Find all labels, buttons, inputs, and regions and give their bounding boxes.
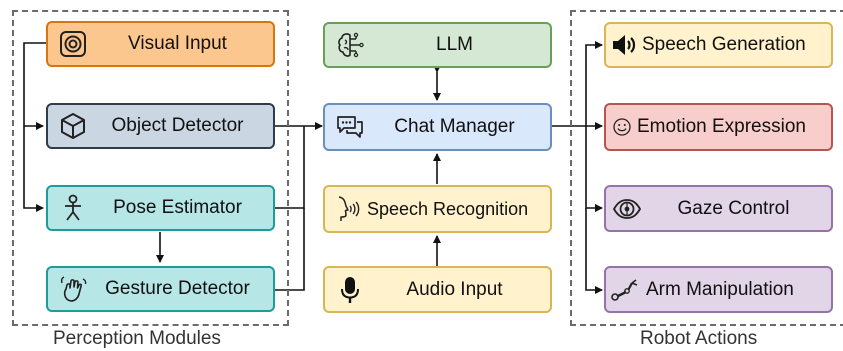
eye-icon <box>612 198 642 219</box>
speaker-icon <box>613 35 636 55</box>
gaze-control-label: Gaze Control <box>677 197 790 219</box>
emotion-expression-node: Emotion Expression <box>604 103 833 151</box>
speech-generation-node: Speech Generation <box>604 22 833 68</box>
hand-wave-icon <box>60 276 87 302</box>
brain-circuit-icon <box>338 32 364 58</box>
speaking-head-icon <box>338 196 360 221</box>
llm-node: LLM <box>323 22 552 68</box>
perception-modules-group <box>12 10 289 326</box>
robot-arm-icon <box>611 278 638 301</box>
chat-bubbles-icon <box>337 116 363 138</box>
gesture-detector-node: Gesture Detector <box>46 266 275 312</box>
microphone-icon <box>341 276 359 303</box>
robot-actions-group <box>570 10 843 326</box>
audio-input-label: Audio Input <box>406 278 503 300</box>
robot-actions-label: Robot Actions <box>640 328 758 349</box>
smiley-icon <box>613 118 631 136</box>
llm-label: LLM <box>436 34 473 55</box>
speech-recognition-label: Speech Recognition <box>367 198 529 219</box>
arm-manipulation-label: Arm Manipulation <box>646 278 794 300</box>
camera-icon <box>60 31 86 57</box>
chat-manager-label: Chat Manager <box>394 116 515 137</box>
perception-modules-label: Perception Modules <box>53 328 221 349</box>
person-icon <box>65 194 81 221</box>
chat-manager-node: Chat Manager <box>323 103 552 151</box>
object-detector-node: Object Detector <box>46 103 275 149</box>
gesture-detector-label: Gesture Detector <box>105 278 250 299</box>
arrow-to-arm <box>585 208 603 294</box>
line-gesture-to-chat <box>275 208 305 291</box>
speech-generation-label: Speech Generation <box>642 34 806 55</box>
pose-estimator-node: Pose Estimator <box>46 185 275 231</box>
speech-recognition-node: Speech Recognition <box>323 185 552 233</box>
visual-input-label: Visual Input <box>128 33 227 54</box>
arrow-visual-to-pose <box>23 126 44 212</box>
cube-icon <box>61 113 85 139</box>
arrow-visual-to-object <box>23 42 46 130</box>
gaze-control-node: Gaze Control <box>604 185 833 232</box>
visual-input-node: Visual Input <box>46 21 275 67</box>
object-detector-label: Object Detector <box>111 115 244 136</box>
arrow-to-speech-generation <box>585 41 603 126</box>
audio-input-node: Audio Input <box>323 266 552 313</box>
pose-estimator-label: Pose Estimator <box>113 197 242 218</box>
emotion-expression-label: Emotion Expression <box>637 116 806 137</box>
arm-manipulation-node: Arm Manipulation <box>604 266 833 313</box>
